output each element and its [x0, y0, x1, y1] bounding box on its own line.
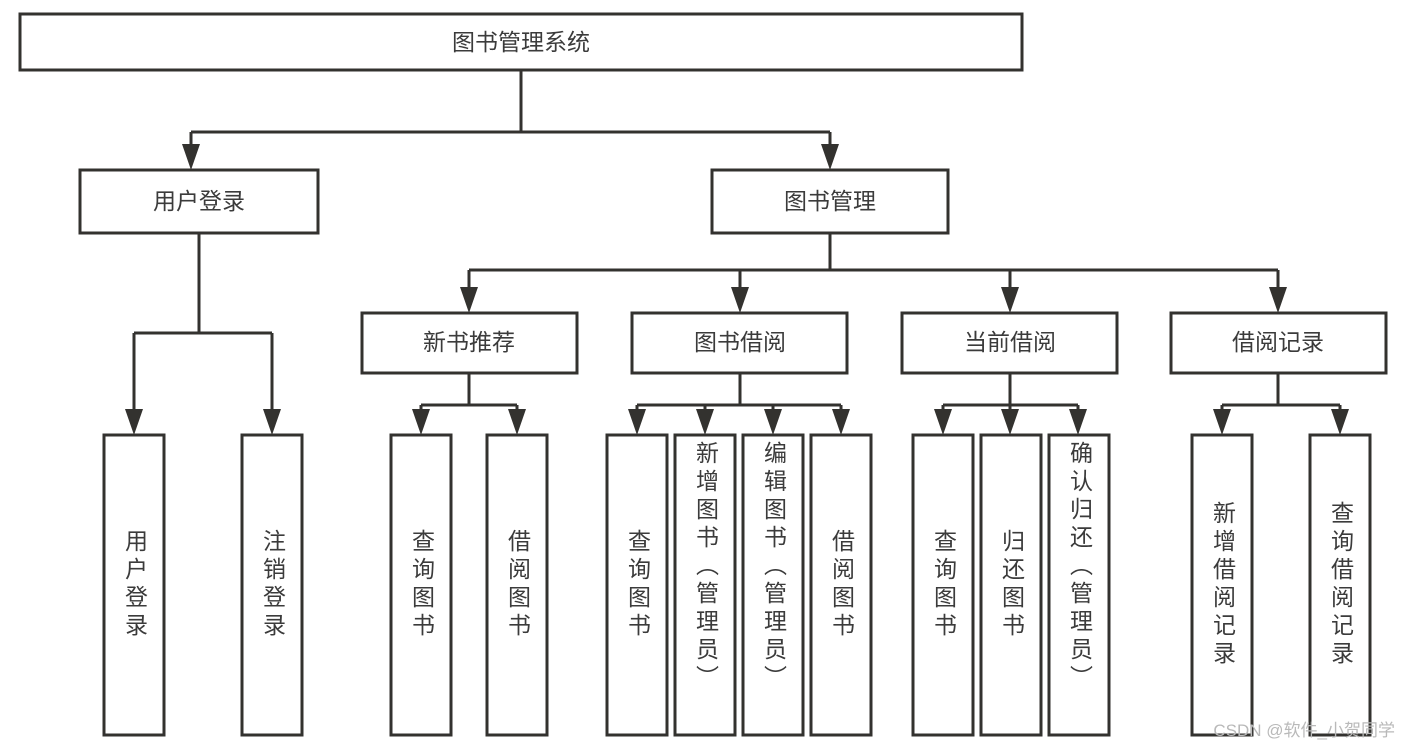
leaf-user-login-1-box	[102, 433, 166, 737]
arrow-book-borrow-child-1	[628, 409, 646, 435]
leaf-borrow-record-1-label: 新增借阅记录	[1209, 501, 1236, 669]
arrow-user-login-child-2	[263, 409, 281, 435]
node-borrow-record[interactable]: 借阅记录	[1169, 311, 1388, 375]
leaf-current-borrow-2-box	[979, 433, 1043, 737]
node-book-borrow[interactable]: 图书借阅	[630, 311, 849, 375]
leaf-user-login-1[interactable]: 用户登录	[102, 433, 166, 737]
node-book-borrow-box	[630, 311, 849, 375]
arrow-to-borrow-record	[1269, 287, 1287, 313]
arrow-borrow-record-child-1	[1213, 409, 1231, 435]
node-root-label: 图书管理系统	[452, 29, 590, 55]
node-current-borrow-label: 当前借阅	[964, 329, 1056, 355]
leaf-book-borrow-2-box	[673, 433, 737, 737]
arrow-to-new-book	[460, 287, 478, 313]
arrow-to-current-borrow	[1001, 287, 1019, 313]
leaf-book-borrow-1[interactable]: 查询图书	[605, 433, 669, 737]
node-root-book-management-system[interactable]: 图书管理系统	[18, 12, 1024, 72]
leaf-borrow-record-2-label: 查询借阅记录	[1327, 501, 1354, 669]
arrow-book-borrow-child-2	[696, 409, 714, 435]
node-book-management[interactable]: 图书管理	[710, 168, 950, 235]
leaf-borrow-record-2-text-area: 查询借阅记录	[1327, 501, 1354, 669]
leaf-book-borrow-2-label: 新增图书（管理员）	[692, 441, 719, 693]
arrow-new-book-child-2	[508, 409, 526, 435]
leaf-new-book-1-box	[389, 433, 453, 737]
node-borrow-record-box	[1169, 311, 1388, 375]
leaf-book-borrow-3-label: 编辑图书（管理员）	[760, 441, 787, 693]
leaf-book-borrow-4-text-area: 借阅图书	[828, 529, 855, 641]
arrow-current-borrow-child-1	[934, 409, 952, 435]
leaf-book-borrow-3[interactable]: 编辑图书（管理员）	[741, 433, 805, 737]
node-current-borrow[interactable]: 当前借阅	[900, 311, 1119, 375]
node-new-book-recommend-label: 新书推荐	[423, 329, 515, 355]
leaf-current-borrow-2[interactable]: 归还图书	[979, 433, 1043, 737]
leaf-borrow-record-1[interactable]: 新增借阅记录	[1190, 433, 1254, 737]
leaf-user-login-2-text-area: 注销登录	[259, 529, 286, 641]
leaf-current-borrow-2-label: 归还图书	[998, 529, 1025, 641]
arrow-to-book-borrow	[731, 287, 749, 313]
node-current-borrow-box	[900, 311, 1119, 375]
leaf-borrow-record-2[interactable]: 查询借阅记录	[1308, 433, 1372, 737]
leaf-user-login-2[interactable]: 注销登录	[240, 433, 304, 737]
arrow-user-login-child-1	[125, 409, 143, 435]
arrow-book-borrow-child-4	[832, 409, 850, 435]
leaf-user-login-2-box	[240, 433, 304, 737]
connector-layer	[125, 70, 1349, 435]
node-root-box	[18, 12, 1024, 72]
arrow-borrow-record-child-2	[1331, 409, 1349, 435]
node-borrow-record-label: 借阅记录	[1232, 329, 1324, 355]
leaf-new-book-1-label: 查询图书	[408, 529, 435, 641]
arrow-to-user-login	[182, 144, 200, 170]
leaf-book-borrow-1-box	[605, 433, 669, 737]
node-book-management-box	[710, 168, 950, 235]
leaf-current-borrow-2-text-area: 归还图书	[998, 529, 1025, 641]
leaf-new-book-2-label: 借阅图书	[504, 529, 531, 641]
node-new-book-recommend[interactable]: 新书推荐	[360, 311, 579, 375]
leaf-borrow-record-2-box	[1308, 433, 1372, 737]
leaf-current-borrow-1[interactable]: 查询图书	[911, 433, 975, 737]
leaf-book-borrow-2[interactable]: 新增图书（管理员）	[673, 433, 737, 737]
arrow-book-borrow-child-3	[764, 409, 782, 435]
leaf-user-login-1-text-area: 用户登录	[121, 529, 148, 641]
leaf-new-book-2-box	[485, 433, 549, 737]
leaf-current-borrow-1-box	[911, 433, 975, 737]
leaf-book-borrow-4[interactable]: 借阅图书	[809, 433, 873, 737]
leaf-book-borrow-3-text-area: 编辑图书（管理员）	[760, 441, 787, 693]
leaf-new-book-2-text-area: 借阅图书	[504, 529, 531, 641]
leaf-new-book-2[interactable]: 借阅图书	[485, 433, 549, 737]
leaf-borrow-record-1-box	[1190, 433, 1254, 737]
node-new-book-recommend-box	[360, 311, 579, 375]
node-user-login-label: 用户登录	[153, 188, 245, 214]
arrow-current-borrow-child-3	[1069, 409, 1087, 435]
leaf-user-login-2-label: 注销登录	[259, 529, 286, 641]
node-user-login-box	[78, 168, 320, 235]
leaf-borrow-record-1-text-area: 新增借阅记录	[1209, 501, 1236, 669]
leaf-user-login-1-label: 用户登录	[121, 529, 148, 641]
leaf-current-borrow-3-box	[1047, 433, 1111, 737]
leaf-book-borrow-1-label: 查询图书	[624, 529, 651, 641]
leaf-current-borrow-3-label: 确认归还（管理员）	[1066, 441, 1093, 693]
arrow-current-borrow-child-2	[1001, 409, 1019, 435]
leaf-new-book-1[interactable]: 查询图书	[389, 433, 453, 737]
leaf-book-borrow-4-label: 借阅图书	[828, 529, 855, 641]
leaf-current-borrow-1-label: 查询图书	[930, 529, 957, 641]
arrow-new-book-child-1	[412, 409, 430, 435]
leaf-book-borrow-4-box	[809, 433, 873, 737]
leaf-new-book-1-text-area: 查询图书	[408, 529, 435, 641]
leaf-book-borrow-2-text-area: 新增图书（管理员）	[692, 441, 719, 693]
arrow-to-book-manage	[821, 144, 839, 170]
node-user-login[interactable]: 用户登录	[78, 168, 320, 235]
leaf-current-borrow-3[interactable]: 确认归还（管理员）	[1047, 433, 1111, 737]
leaf-current-borrow-1-text-area: 查询图书	[930, 529, 957, 641]
node-book-management-label: 图书管理	[784, 188, 876, 214]
leaf-book-borrow-3-box	[741, 433, 805, 737]
leaf-current-borrow-3-text-area: 确认归还（管理员）	[1066, 441, 1093, 693]
node-book-borrow-label: 图书借阅	[694, 329, 786, 355]
leaf-book-borrow-1-text-area: 查询图书	[624, 529, 651, 641]
